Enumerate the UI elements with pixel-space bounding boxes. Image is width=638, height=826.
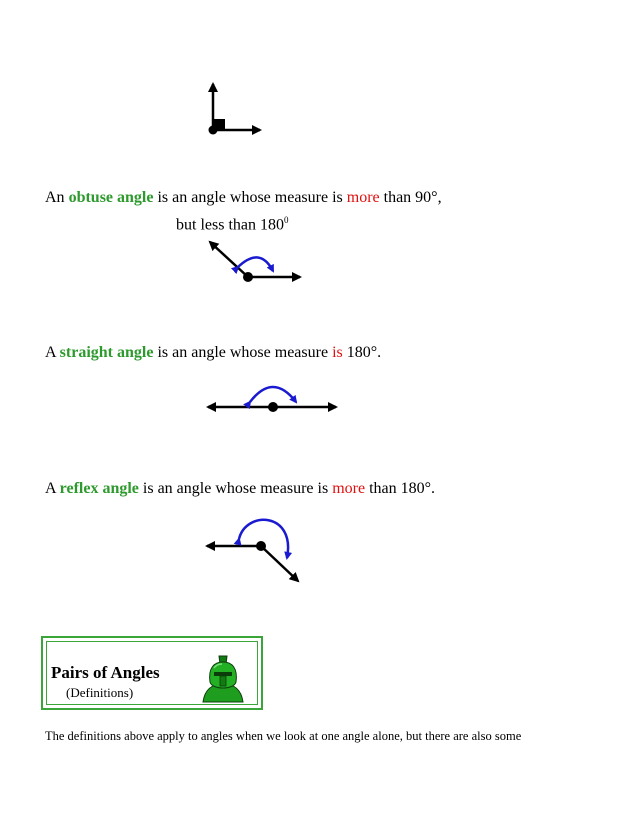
straight-definition: A straight angle is an angle whose measu… xyxy=(45,343,381,363)
footer-paragraph: The definitions above apply to angles wh… xyxy=(45,729,522,743)
obtuse-line2-sup: 0 xyxy=(284,215,289,225)
reflex-prefix: A xyxy=(45,480,60,497)
pairs-of-angles-inner-border xyxy=(46,641,258,705)
knight-helmet-icon xyxy=(202,655,244,703)
obtuse-definition: An obtuse angle is an angle whose measur… xyxy=(45,188,442,208)
reflex-definition: A reflex angle is an angle whose measure… xyxy=(45,479,435,499)
reflex-term: reflex angle xyxy=(59,480,139,497)
straight-angle-figure xyxy=(206,385,338,412)
straight-term: straight angle xyxy=(59,344,154,361)
obtuse-angle-figure xyxy=(208,240,302,282)
obtuse-line2-text: but less than 180 xyxy=(176,216,284,234)
reflex-keyword: more xyxy=(332,480,366,497)
obtuse-keyword: more xyxy=(346,189,380,206)
straight-suffix: 180°. xyxy=(342,344,382,361)
pairs-of-angles-title: Pairs of Angles xyxy=(51,663,160,682)
pairs-of-angles-box: Pairs of Angles (Definitions) xyxy=(41,636,263,710)
reflex-angle-figure xyxy=(205,518,300,583)
obtuse-term: obtuse angle xyxy=(68,189,154,206)
straight-keyword: is xyxy=(332,344,343,361)
obtuse-definition-line2: but less than 1800 xyxy=(176,210,289,235)
reflex-mid: is an angle whose measure is xyxy=(138,480,333,497)
obtuse-suffix: than 90°, xyxy=(379,189,442,206)
obtuse-prefix: An xyxy=(45,189,69,206)
right-angle-figure xyxy=(208,82,262,135)
straight-prefix: A xyxy=(45,344,60,361)
obtuse-mid: is an angle whose measure is xyxy=(153,189,347,206)
pairs-of-angles-subtitle: (Definitions) xyxy=(66,685,134,700)
reflex-suffix: than 180°. xyxy=(365,480,436,497)
straight-mid: is an angle whose measure xyxy=(153,344,333,361)
